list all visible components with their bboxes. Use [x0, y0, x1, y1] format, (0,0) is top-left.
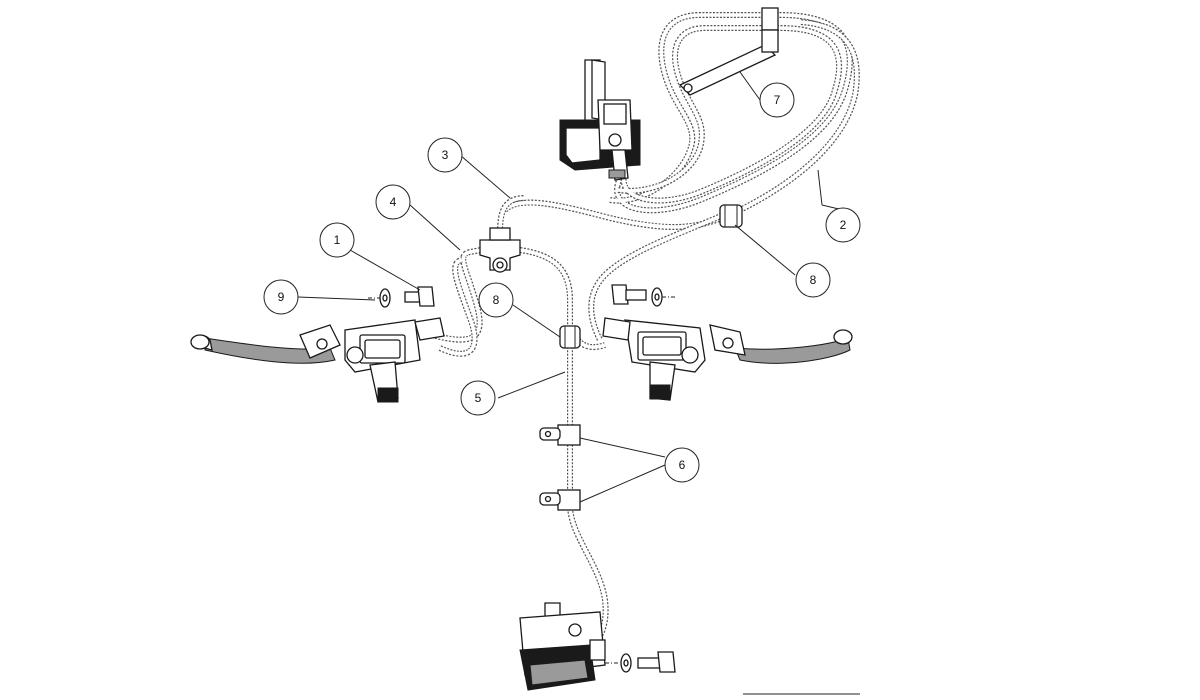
right-brake-lever-master-cylinder: [602, 317, 853, 401]
callout-5-label: 5: [475, 391, 482, 405]
left-washer: [368, 288, 391, 308]
callout-8-lower-label: 8: [493, 293, 500, 307]
rear-brake-hose: [502, 12, 860, 342]
callout-6-label: 6: [679, 458, 686, 472]
hose-clamp-lower: [539, 489, 581, 511]
hose-clamp-upper: [539, 424, 581, 446]
callout-1-label: 1: [334, 233, 341, 247]
left-screw: [404, 286, 435, 307]
hose-grommet-upper: [719, 204, 743, 228]
callout-8-upper: 8: [795, 262, 831, 298]
hose-bracket: [678, 7, 779, 96]
left-brake-hose: [431, 245, 493, 357]
front-washer: [605, 653, 632, 673]
callout-3-label: 3: [442, 148, 449, 162]
callout-9-label: 9: [278, 290, 285, 304]
leader-lines: [297, 71, 844, 503]
hoses: [431, 12, 860, 651]
right-screw: [611, 284, 647, 305]
callout-2-label: 2: [840, 218, 847, 232]
right-washer: [651, 287, 676, 307]
three-way-union: [479, 227, 521, 273]
callout-2: 2: [825, 207, 861, 243]
callout-7-label: 7: [774, 93, 781, 107]
rear-brake-caliper: [559, 59, 641, 181]
callout-4-label: 4: [390, 195, 397, 209]
left-brake-lever-master-cylinder: [190, 317, 445, 403]
hose-grommet-lower: [559, 325, 581, 349]
callout-5: 5: [460, 380, 496, 416]
front-screw: [637, 651, 676, 673]
callout-3: 3: [427, 137, 463, 173]
callout-9: 9: [263, 279, 299, 315]
callout-7: 7: [759, 82, 795, 118]
callout-8-upper-label: 8: [810, 273, 817, 287]
callout-8-lower: 8: [478, 282, 514, 318]
callout-4: 4: [375, 184, 411, 220]
union-upper-hose: [497, 195, 526, 233]
callout-1: 1: [319, 222, 355, 258]
callout-6: 6: [664, 447, 700, 483]
front-brake-caliper: [519, 602, 606, 691]
